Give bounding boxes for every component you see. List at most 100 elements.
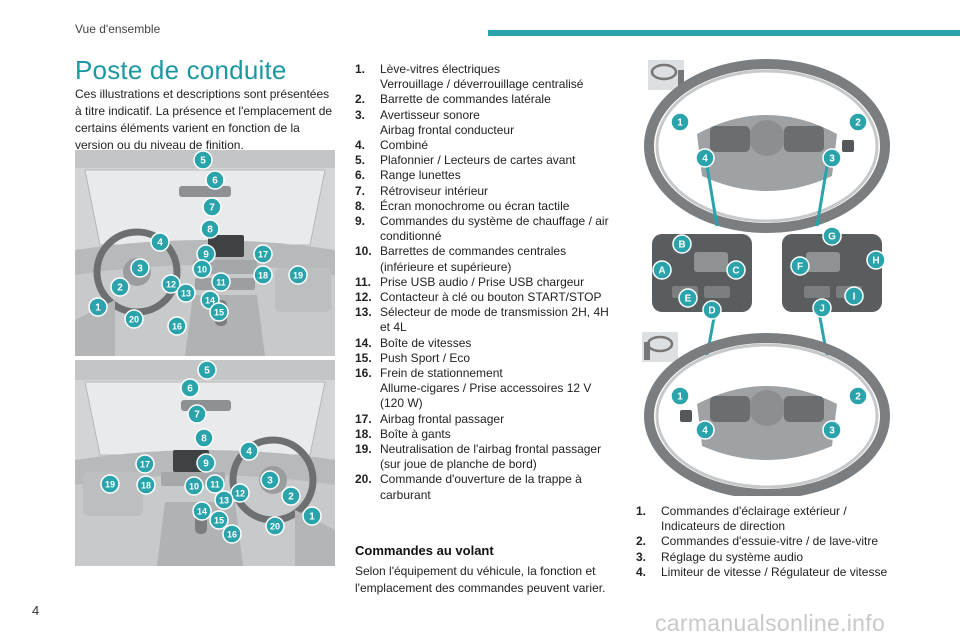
legend-text: Contacteur à clé ou bouton START/STOP xyxy=(380,290,602,305)
callout-label: E xyxy=(685,294,692,305)
legend-text: Frein de stationnement xyxy=(380,366,503,381)
legend-text: conditionné xyxy=(380,229,442,244)
callout-badge: 4 xyxy=(695,148,715,168)
legend-number: 3. xyxy=(355,107,366,122)
callout-label: 4 xyxy=(246,447,252,458)
callout-label: D xyxy=(708,306,715,317)
legend-number: 2. xyxy=(355,92,366,107)
callout-badge: F xyxy=(790,256,810,276)
legend-text: (inférieure et supérieure) xyxy=(380,259,512,274)
callout-badge: 1 xyxy=(670,112,690,132)
watermark-text: carmanualsonline.info xyxy=(655,610,886,636)
callout-badge: 5 xyxy=(193,150,213,170)
legend-number: 8. xyxy=(355,198,366,213)
callout-badge: 9 xyxy=(196,244,216,264)
callout-badge: 10 xyxy=(192,259,212,279)
callout-label: 10 xyxy=(189,482,199,492)
callout-badge: 1 xyxy=(88,297,108,317)
legend-number: 2. xyxy=(636,534,647,549)
legend-item: 8.Écran monochrome ou écran tactile xyxy=(355,199,617,214)
legend-text: carburant xyxy=(380,487,431,502)
legend-item: 12.Contacteur à clé ou bouton START/STOP xyxy=(355,290,617,305)
callout-label: 7 xyxy=(209,203,215,214)
callout-label: 11 xyxy=(216,278,226,288)
rhd-steering-icon xyxy=(642,332,678,362)
callout-badge: C xyxy=(726,260,746,280)
callout-badge: 19 xyxy=(100,474,120,494)
callout-badge: 11 xyxy=(205,474,225,494)
legend-number: 20. xyxy=(355,472,372,487)
callout-badge: 2 xyxy=(281,486,301,506)
callout-badge: 8 xyxy=(194,428,214,448)
callout-badge: 4 xyxy=(695,420,715,440)
callout-label: 14 xyxy=(197,507,207,517)
callout-label: 17 xyxy=(140,460,150,470)
steering-wheel-bottom xyxy=(644,333,890,496)
callout-badge: 18 xyxy=(136,475,156,495)
callout-label: 15 xyxy=(214,308,224,318)
callout-label: 19 xyxy=(105,480,115,490)
callout-label: 4 xyxy=(702,154,708,165)
legend-number: 10. xyxy=(355,244,372,259)
callout-label: 13 xyxy=(181,289,191,299)
callout-badge: 3 xyxy=(822,420,842,440)
legend-text: Boîte de vitesses xyxy=(380,335,472,350)
legend-item: 7.Rétroviseur intérieur xyxy=(355,184,617,199)
callout-label: 20 xyxy=(129,315,139,325)
callout-badge: 14 xyxy=(192,501,212,521)
callout-label: 9 xyxy=(203,250,209,261)
legend-item: 6.Range lunettes xyxy=(355,168,617,183)
callout-label: G xyxy=(828,232,836,243)
callout-badge: G xyxy=(822,226,842,246)
intro-paragraph: Ces illustrations et descriptions sont p… xyxy=(75,87,333,152)
legend-number: 1. xyxy=(636,504,647,518)
callout-badge: 13 xyxy=(214,490,234,510)
callout-label: 18 xyxy=(141,481,151,491)
legend-item: 5.Plafonnier / Lecteurs de cartes avant xyxy=(355,153,617,168)
callout-label: 3 xyxy=(829,154,835,165)
callout-badge: E xyxy=(678,288,698,308)
callout-label: 17 xyxy=(258,250,268,260)
legend-item: 3.Réglage du système audio xyxy=(636,550,926,565)
callout-badge: 2 xyxy=(848,386,868,406)
legend-text: Indicateurs de direction xyxy=(661,519,786,534)
legend-item: 11.Prise USB audio / Prise USB chargeur xyxy=(355,275,617,290)
left-control-pad xyxy=(652,234,752,312)
callout-label: 12 xyxy=(166,280,176,290)
callout-label: J xyxy=(819,304,825,315)
legend-item: 13.Sélecteur de mode de transmission 2H,… xyxy=(355,305,617,335)
legend-text: Réglage du système audio xyxy=(661,549,804,564)
legend-number: 19. xyxy=(355,442,372,457)
page-number: 4 xyxy=(32,603,40,618)
legend-text: Airbag frontal passager xyxy=(380,411,505,426)
legend-text: Commande d'ouverture de la trappe à xyxy=(380,472,582,487)
legend-item: 1.Commandes d'éclairage extérieur /Indic… xyxy=(636,504,926,534)
callout-label: 5 xyxy=(204,366,210,377)
callout-badge: 7 xyxy=(202,197,222,217)
callout-badge: 20 xyxy=(265,516,285,536)
legend-item: 10.Barrettes de commandes centrales(infé… xyxy=(355,244,617,274)
callout-label: 12 xyxy=(235,489,245,499)
callout-badge: D xyxy=(702,300,722,320)
callout-label: 6 xyxy=(212,176,218,187)
steering-wheel-top xyxy=(644,59,890,233)
callout-label: 1 xyxy=(309,512,315,523)
callout-badge: 3 xyxy=(260,470,280,490)
callout-label: 13 xyxy=(219,496,229,506)
legend-item: 2.Barrette de commandes latérale xyxy=(355,92,617,107)
callout-label: 2 xyxy=(855,392,861,403)
callout-badge: 15 xyxy=(209,302,229,322)
callout-badge: 2 xyxy=(110,277,130,297)
callout-label: 18 xyxy=(258,271,268,281)
callout-label: 10 xyxy=(197,265,207,275)
legend-text: Prise USB audio / Prise USB chargeur xyxy=(380,274,585,289)
callout-badge: 3 xyxy=(822,148,842,168)
callout-label: 3 xyxy=(137,264,143,275)
legend-text: Neutralisation de l'airbag frontal passa… xyxy=(380,442,602,457)
legend-text: Commandes d'essuie-vitre / de lave-vitre xyxy=(661,534,879,549)
